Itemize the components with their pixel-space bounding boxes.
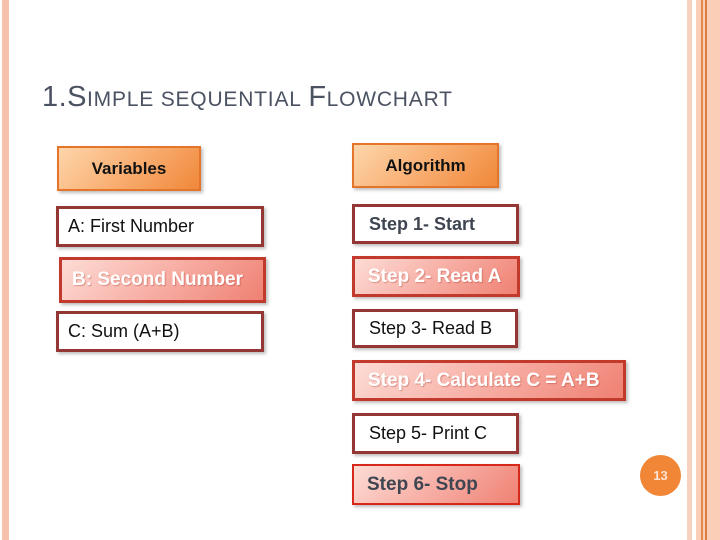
step-box-2: Step 2- Read A: [352, 256, 520, 297]
step-box-3: Step 3- Read B: [352, 309, 518, 348]
left-edge-stripe: [2, 0, 9, 540]
variables-header: Variables: [57, 146, 201, 191]
page-number-badge: 13: [640, 455, 681, 496]
right-edge-stripe-thin: [687, 0, 692, 540]
step-box-6: Step 6- Stop: [352, 464, 520, 505]
variable-box-c: C: Sum (A+B): [56, 311, 264, 352]
step-box-4: Step 4- Calculate C = A+B: [352, 360, 626, 401]
title-part: LOWCHART: [326, 88, 453, 111]
variable-box-b: B: Second Number: [59, 257, 266, 303]
title-part: 1.S: [42, 81, 88, 113]
right-edge-stripe-line-1: [701, 0, 703, 540]
variable-box-a: A: First Number: [56, 206, 264, 247]
title-part: SEQUENTIAL: [154, 88, 309, 111]
right-edge-stripe-band: [696, 0, 720, 540]
step-box-1: Step 1- Start: [352, 204, 519, 244]
algorithm-header: Algorithm: [352, 143, 499, 188]
step-box-5: Step 5- Print C: [352, 413, 519, 454]
title-part: F: [308, 81, 327, 113]
title-part: IMPLE: [87, 88, 155, 111]
right-edge-stripe-line-2: [705, 0, 707, 540]
